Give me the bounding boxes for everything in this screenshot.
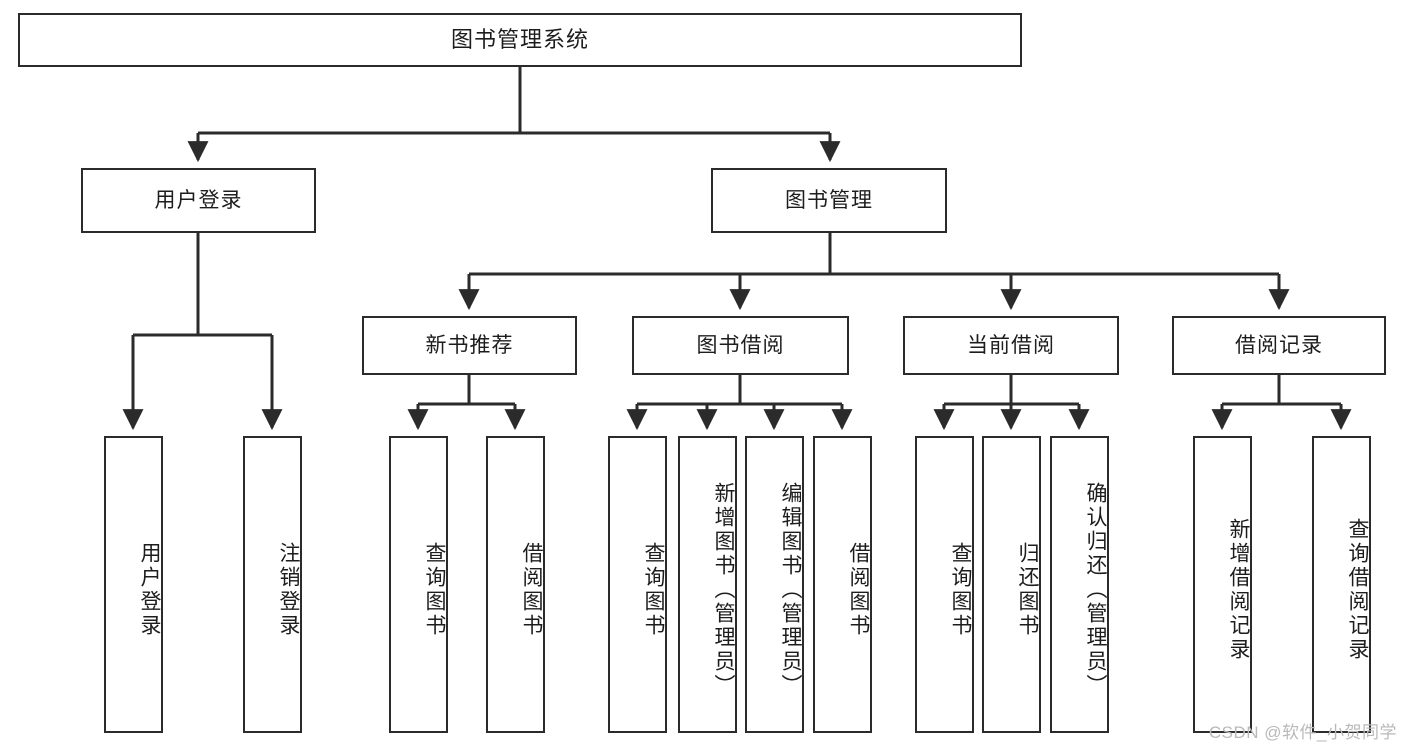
- node-new-book-recommendation[interactable]: 新书推荐: [362, 316, 577, 375]
- node-label: 新书推荐: [425, 333, 514, 357]
- node-label: 确认归还（管理员）: [1084, 481, 1107, 698]
- node-leaf-add-borrow-record[interactable]: 新增借阅记录: [1193, 436, 1252, 733]
- node-label: 用户登录: [154, 188, 243, 212]
- node-leaf-borrow-book-2[interactable]: 借阅图书: [813, 436, 872, 733]
- node-label: 图书管理系统: [450, 26, 589, 52]
- node-leaf-query-book-1[interactable]: 查询图书: [389, 436, 448, 733]
- node-book-borrow[interactable]: 图书借阅: [632, 316, 849, 375]
- node-borrow-record[interactable]: 借阅记录: [1172, 316, 1386, 375]
- node-label: 图书借阅: [696, 333, 785, 357]
- node-label: 借阅图书: [520, 541, 543, 638]
- node-leaf-query-book-2[interactable]: 查询图书: [608, 436, 667, 733]
- node-label: 图书管理: [785, 188, 873, 212]
- node-label: 查询借阅记录: [1346, 517, 1369, 662]
- node-label: 查询图书: [642, 541, 665, 638]
- node-label: 注销登录: [277, 541, 300, 638]
- node-leaf-logout[interactable]: 注销登录: [243, 436, 302, 733]
- node-label: 查询图书: [949, 541, 972, 638]
- node-book-management[interactable]: 图书管理: [711, 168, 947, 233]
- node-label: 查询图书: [423, 541, 446, 638]
- csdn-watermark: CSDN @软件_小贺同学: [1208, 723, 1397, 742]
- node-label: 当前借阅: [967, 333, 1055, 357]
- node-label: 借阅图书: [847, 541, 870, 638]
- node-leaf-return-book[interactable]: 归还图书: [982, 436, 1041, 733]
- node-label: 用户登录: [138, 541, 161, 638]
- node-label: 编辑图书（管理员）: [779, 481, 802, 698]
- node-current-borrow[interactable]: 当前借阅: [903, 316, 1119, 375]
- node-root-book-management-system[interactable]: 图书管理系统: [18, 13, 1022, 67]
- node-leaf-query-borrow-record[interactable]: 查询借阅记录: [1312, 436, 1371, 733]
- node-label: 借阅记录: [1235, 333, 1323, 357]
- node-leaf-query-book-3[interactable]: 查询图书: [915, 436, 974, 733]
- node-label: 新增图书（管理员）: [712, 481, 735, 698]
- node-leaf-borrow-book-1[interactable]: 借阅图书: [486, 436, 545, 733]
- node-label: 归还图书: [1016, 541, 1039, 638]
- node-leaf-edit-book[interactable]: 编辑图书（管理员）: [745, 436, 804, 733]
- node-user-login[interactable]: 用户登录: [81, 168, 316, 233]
- node-label: 新增借阅记录: [1227, 517, 1250, 662]
- node-leaf-add-book[interactable]: 新增图书（管理员）: [678, 436, 737, 733]
- node-leaf-confirm-return[interactable]: 确认归还（管理员）: [1050, 436, 1109, 733]
- node-leaf-user-login[interactable]: 用户登录: [104, 436, 163, 733]
